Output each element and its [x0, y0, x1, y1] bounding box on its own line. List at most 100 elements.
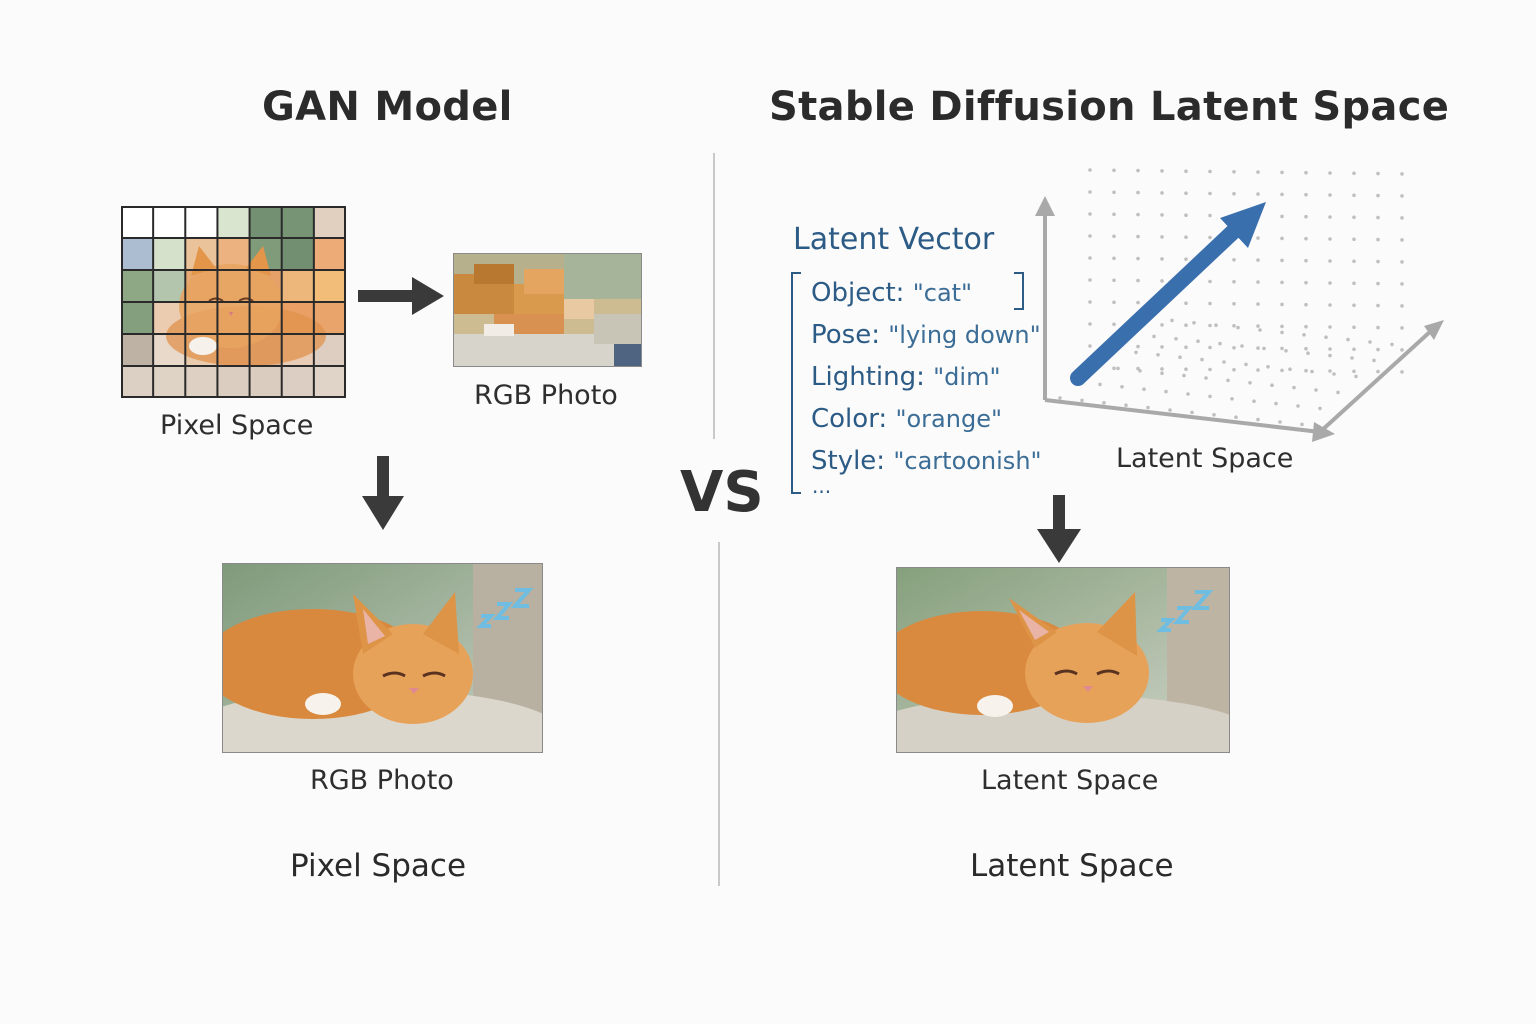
latent-dot: [1300, 422, 1304, 427]
latent-dot: [1318, 406, 1322, 411]
latent-dot: [1256, 236, 1260, 240]
latent-dot: [1208, 235, 1212, 240]
latent-dot: [1304, 280, 1308, 285]
pixel-cell: [313, 270, 346, 302]
latent-dot: [1232, 324, 1236, 328]
latent-dot: [1352, 171, 1356, 176]
latent-vector-arrow-icon: [1070, 202, 1266, 386]
latent-dot: [1280, 170, 1284, 175]
latent-dot: [1354, 374, 1358, 379]
latent-dot: [1136, 300, 1140, 305]
latent-dot: [1400, 304, 1404, 308]
pixel-cell: [121, 238, 154, 270]
field-key: Color:: [811, 404, 888, 434]
pixel-cell: [153, 238, 186, 270]
latent-dot: [1328, 325, 1332, 329]
latent-dot: [1352, 237, 1356, 242]
latent-field-lighting: Lighting: "dim": [811, 362, 1000, 392]
latent-dot: [1160, 191, 1164, 195]
pixel-cell: [313, 206, 346, 238]
latent-dot: [1232, 170, 1236, 174]
pixel-cell: [121, 366, 154, 398]
latent-dot: [1142, 387, 1146, 391]
latent-dot: [1280, 192, 1284, 197]
pixel-space-label: Pixel Space: [290, 848, 467, 884]
latent-dot: [1304, 192, 1308, 197]
latent-dot: [1112, 278, 1116, 283]
latent-dot: [1400, 260, 1404, 264]
latent-dot: [1352, 215, 1356, 220]
latent-dot: [1304, 346, 1308, 351]
latent-dot: [1058, 396, 1062, 400]
latent-dot: [1112, 322, 1116, 327]
latent-dot: [1164, 389, 1168, 394]
pixel-cell: [313, 238, 346, 270]
latent-dot: [1256, 324, 1260, 328]
latent-dot: [1328, 353, 1332, 358]
latent-dot: [1328, 369, 1332, 373]
rgb-photo-caption: RGB Photo: [310, 765, 454, 796]
latent-dot: [1240, 344, 1244, 348]
latent-dot: [1088, 322, 1092, 326]
z-axis-arrowhead: [1424, 320, 1444, 340]
latent-dot: [1280, 214, 1284, 219]
latent-dot: [1376, 281, 1380, 286]
latent-dot: [1112, 300, 1116, 305]
pixelated-cat-image: [454, 254, 641, 366]
latent-dot: [1256, 192, 1260, 196]
latent-dot: [1088, 344, 1092, 348]
field-key: Object:: [811, 278, 905, 308]
latent-dot: [1274, 401, 1278, 406]
latent-field-object: Object: "cat": [811, 278, 972, 308]
latent-dot: [1190, 410, 1194, 415]
latent-dot: [1112, 256, 1116, 261]
latent-dot: [1160, 323, 1164, 327]
latent-dot: [1184, 301, 1188, 305]
latent-dot: [1400, 370, 1404, 374]
latent-dot: [1112, 212, 1116, 217]
pixel-cell: [185, 206, 218, 238]
field-key: Pose:: [811, 320, 880, 350]
latent-dot: [1208, 279, 1212, 284]
latent-dot: [1304, 368, 1308, 373]
latent-dot: [1136, 190, 1140, 195]
latent-dot: [1160, 279, 1164, 283]
sd-title: Stable Diffusion Latent Space: [769, 84, 1450, 130]
latent-dot: [1184, 323, 1188, 327]
latent-dot: [1280, 236, 1284, 241]
latent-dot: [1124, 403, 1128, 407]
latent-dot: [1280, 346, 1284, 351]
latent-dot: [1184, 191, 1188, 195]
latent-dot: [1182, 373, 1186, 378]
sleeping-cat-photo: [223, 564, 542, 752]
latent-dot: [1352, 303, 1356, 308]
latent-dot: [1204, 376, 1208, 380]
latent-dot: [1352, 281, 1356, 286]
latent-space-plot: [1035, 168, 1444, 442]
latent-dot: [1400, 172, 1404, 176]
field-value: "cartoonish": [893, 447, 1042, 475]
latent-dot: [1232, 368, 1236, 372]
latent-plot-caption: Latent Space: [1116, 443, 1294, 474]
latent-dot: [1256, 170, 1260, 174]
latent-dot: [1336, 390, 1340, 395]
latent-dot: [1314, 388, 1318, 392]
left-bracket: [791, 272, 801, 494]
latent-dot: [1262, 346, 1266, 351]
latent-dot: [1400, 348, 1404, 352]
latent-dot: [1400, 326, 1404, 330]
latent-dot: [1280, 302, 1284, 307]
latent-dot: [1232, 346, 1236, 350]
latent-dot: [1352, 347, 1356, 352]
divider-top: [713, 153, 715, 439]
pixel-grid-caption: Pixel Space: [160, 410, 314, 441]
latent-dot: [1088, 256, 1092, 260]
latent-dot: [1136, 344, 1140, 349]
latent-dot: [1112, 190, 1116, 195]
latent-photo: [897, 568, 1229, 752]
pixel-grid: [121, 206, 346, 398]
latent-dot: [1332, 372, 1336, 376]
pixel-cell: [153, 270, 186, 302]
latent-dot: [1248, 381, 1252, 385]
latent-dot: [1244, 362, 1248, 367]
